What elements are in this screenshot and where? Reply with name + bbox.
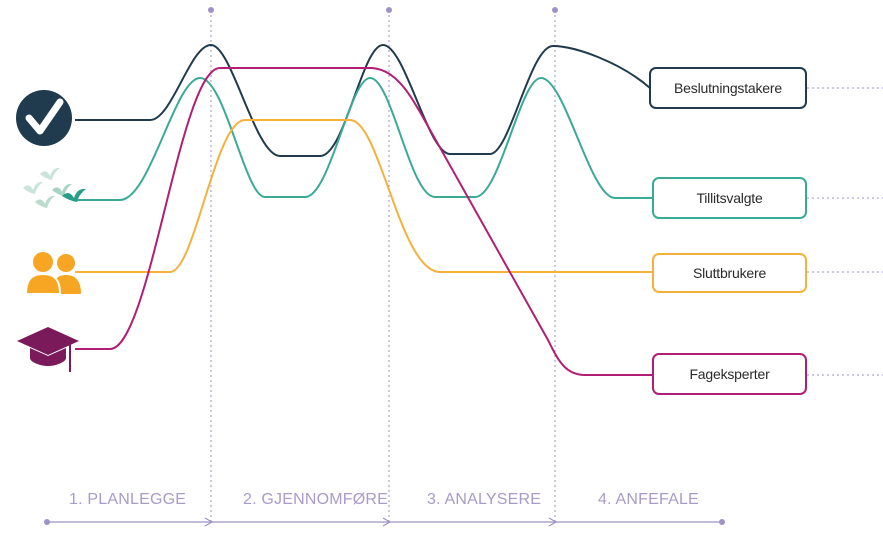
birds-icon (23, 167, 86, 208)
label-extensions (807, 87, 883, 376)
people-icon (24, 252, 81, 295)
label-decision-makers: Beslutningstakere (649, 67, 807, 109)
end-user-path (75, 119, 652, 273)
checkmark-circle-icon (16, 90, 72, 146)
expert-path (75, 67, 652, 376)
label-union-reps: Tillitsvalgte (652, 177, 807, 219)
union-rep-path (75, 77, 652, 201)
phase-divider-dots (208, 7, 558, 13)
phase-label-analyze: 3. ANALYSERE (427, 491, 542, 508)
decision-maker-path (75, 44, 651, 157)
phase-label-execute: 2. GJENNOMFØRE (243, 491, 389, 508)
graduation-cap-icon (17, 327, 79, 372)
phase-label-recommend: 4. ANFEFALE (598, 491, 699, 508)
phase-label-plan: 1. PLANLEGGE (69, 491, 187, 508)
phase-axis (44, 517, 725, 527)
label-experts: Fageksperter (652, 353, 807, 395)
label-end-users: Sluttbrukere (652, 253, 807, 293)
phase-dividers (210, 10, 556, 522)
